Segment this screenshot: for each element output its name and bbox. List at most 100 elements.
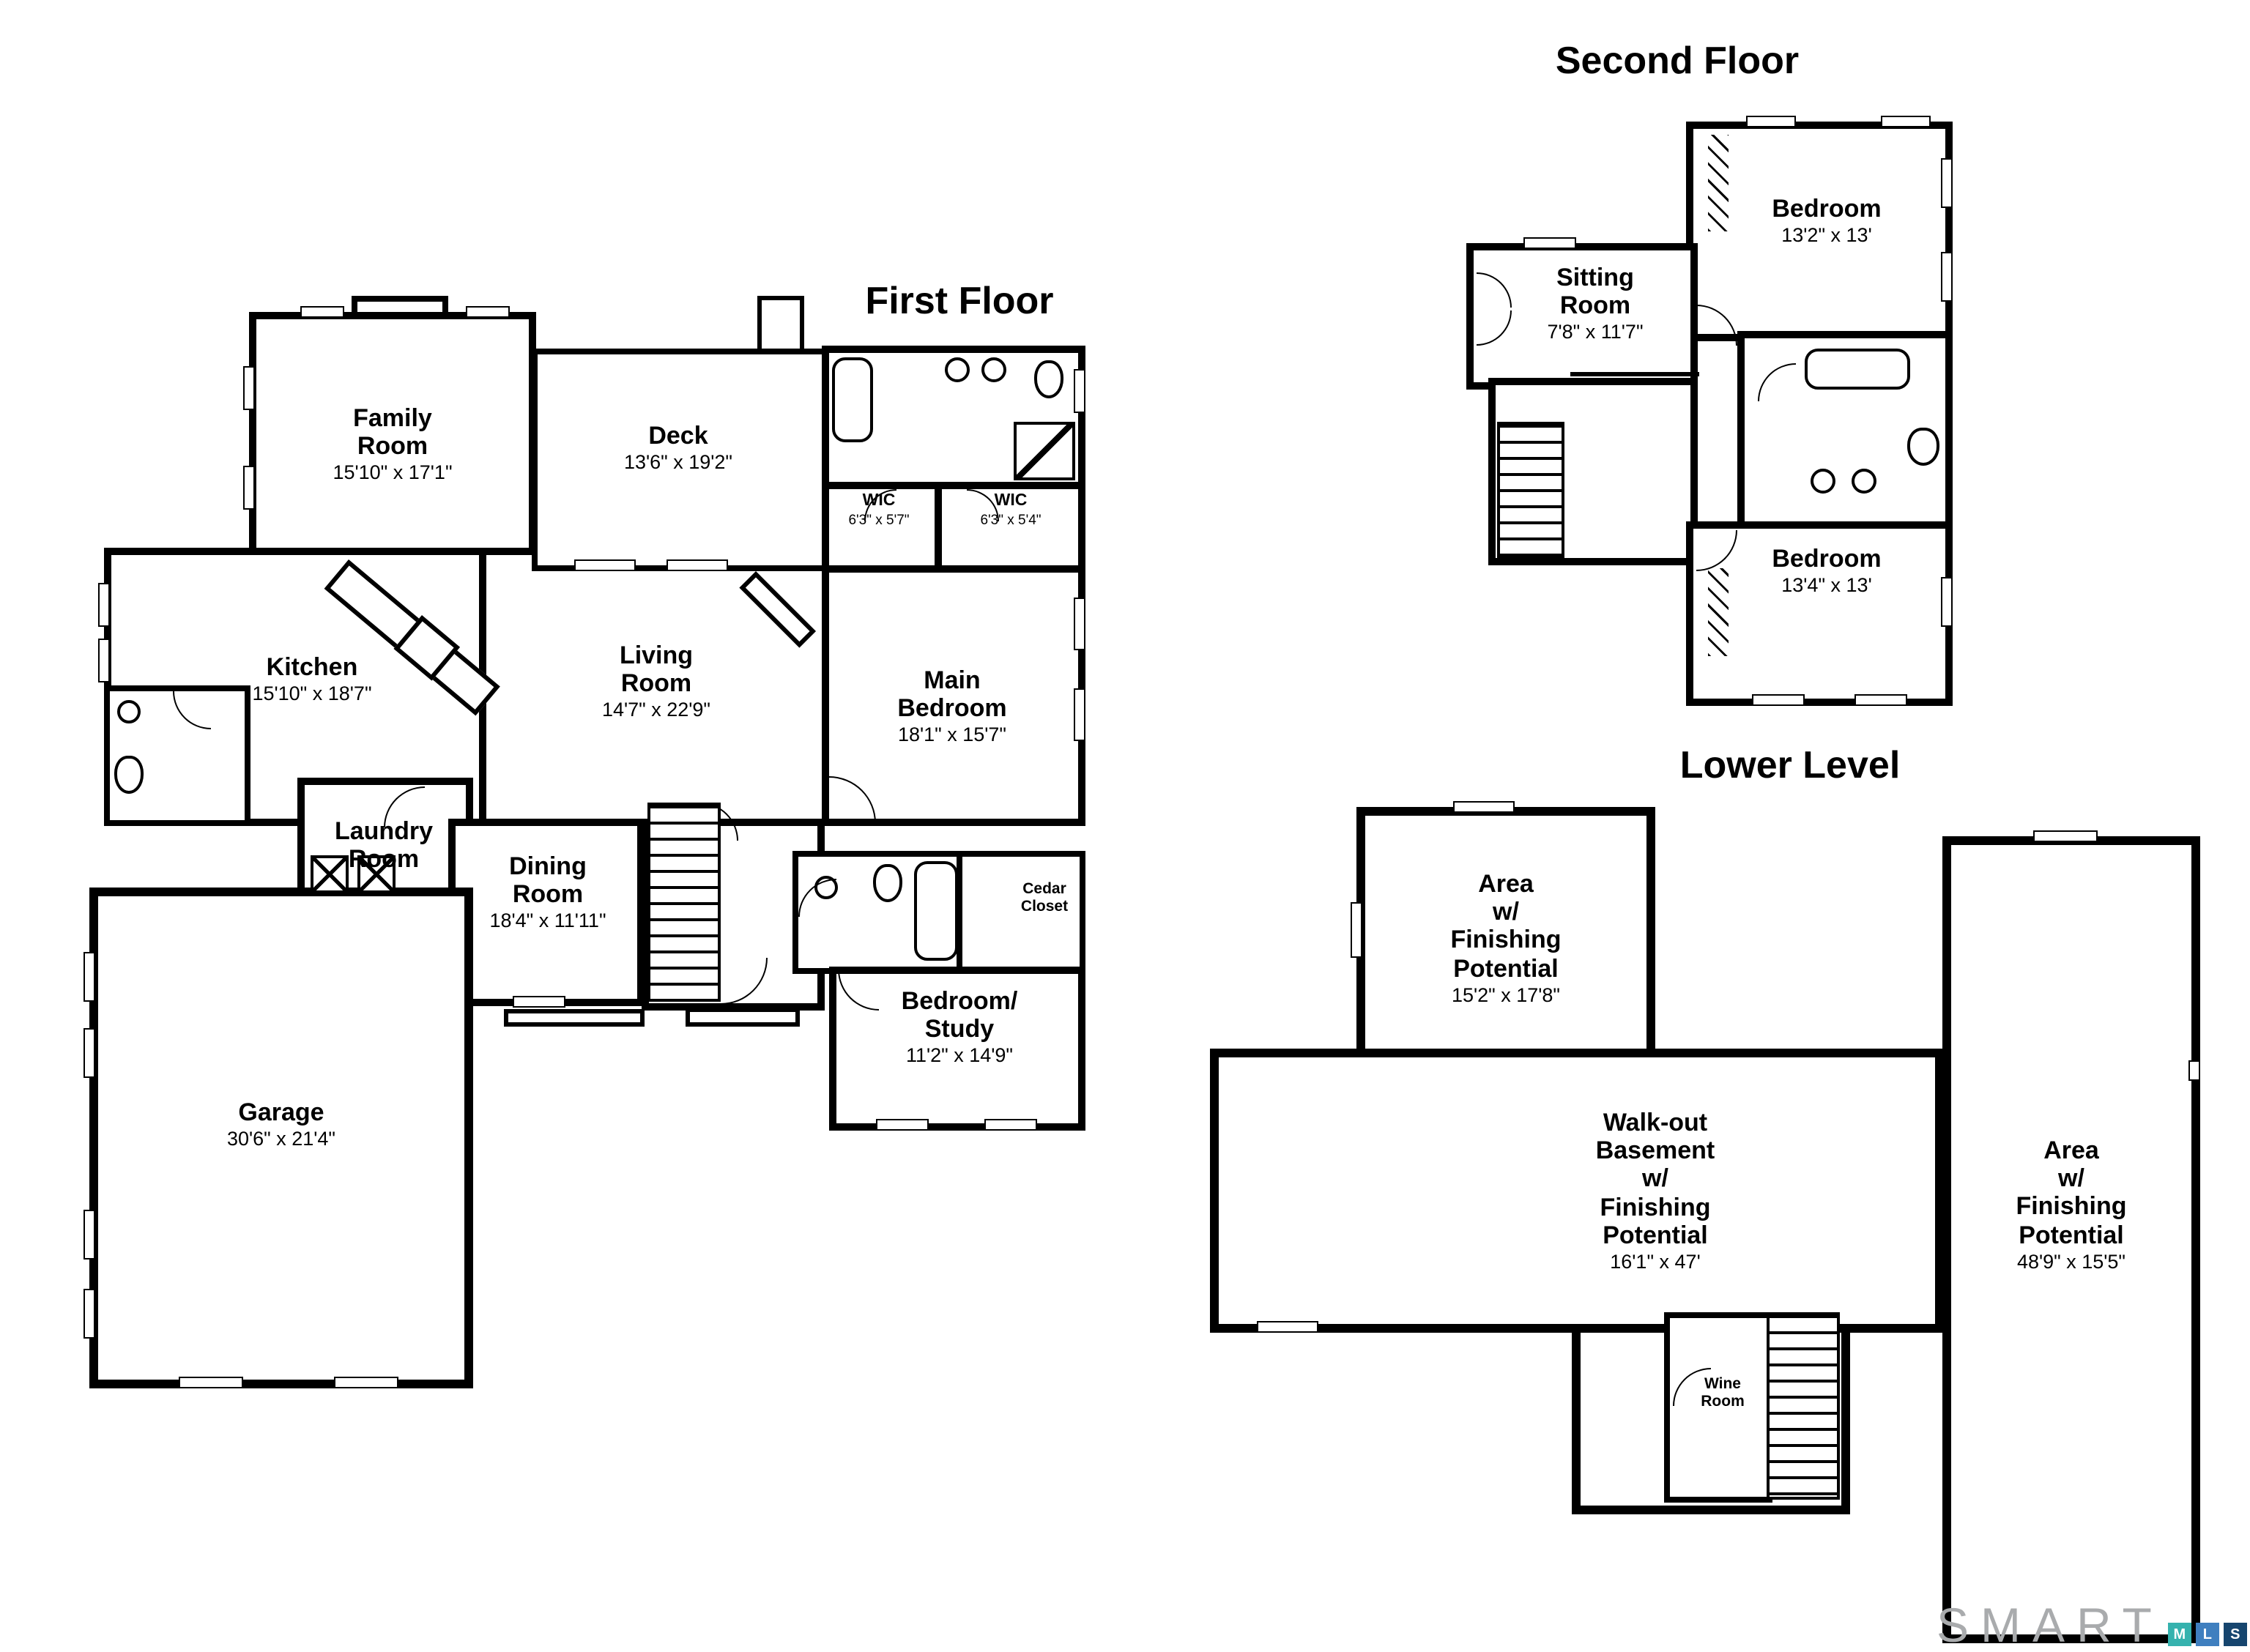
walkout-basement-label: Walk-out Basement w/ Finishing Potential… (1567, 1109, 1743, 1276)
cedar-closet (957, 851, 1085, 974)
room-dims: 14'7" x 22'9" (601, 699, 711, 721)
railing-icon (1570, 372, 1699, 376)
window-marker (83, 1028, 95, 1078)
sink-icon (945, 357, 970, 382)
window-marker (2188, 1060, 2200, 1081)
room-name: WIC (994, 492, 1028, 510)
smart-mls-logo: SMART M L S (1937, 1590, 2250, 1649)
room-dims: 16'1" x 47' (1610, 1251, 1701, 1273)
toilet-icon (1907, 428, 1939, 466)
room-dims: 13'6" x 19'2" (623, 451, 733, 474)
main-bedroom (822, 565, 1085, 826)
window-marker (1941, 252, 1953, 302)
stairs-icon (1767, 1312, 1840, 1500)
sitting-room-label: Sitting Room 7'8" x 11'7" (1507, 264, 1683, 346)
front-stoop (686, 1008, 800, 1027)
window-marker (1881, 116, 1931, 127)
living-room-label: Living Room 14'7" x 22'9" (568, 641, 744, 724)
sink-icon (1811, 469, 1835, 494)
bedroom-study-label: Bedroom/ Study 11'2" x 14'9" (872, 987, 1047, 1070)
dining-room (448, 819, 645, 1006)
room-name: Bedroom (1772, 195, 1882, 223)
shower-icon (1014, 422, 1075, 480)
cedar-closet-label: Cedar Closet (1008, 880, 1081, 916)
area-finishing-east (1942, 836, 2200, 1643)
window-marker (1453, 801, 1515, 813)
room-dims: 11'2" x 14'9" (905, 1044, 1014, 1067)
window-marker (1854, 694, 1907, 706)
room-name: Cedar Closet (1020, 880, 1069, 915)
window-marker (667, 559, 728, 571)
window-marker (300, 306, 344, 318)
room-name: Area w/ Finishing Potential (1450, 870, 1562, 983)
bedroom-top-label: Bedroom 13'2" x 13' (1739, 195, 1915, 249)
room-dims: 15'2" x 17'8" (1451, 983, 1561, 1006)
window-marker (1941, 577, 1953, 627)
garage (89, 888, 473, 1388)
room-dims: 7'8" x 11'7" (1547, 321, 1644, 343)
logo-square-m: M (2167, 1623, 2191, 1646)
second-floor-title: Second Floor (1555, 38, 1800, 82)
room-dims: 15'10" x 17'1" (333, 461, 453, 484)
room-dims: 48'9" x 15'5" (2016, 1250, 2126, 1273)
room-name: Family Room (353, 404, 432, 461)
window-marker (1074, 369, 1085, 413)
window-marker (1257, 1321, 1318, 1333)
room-dims: 15'10" x 18'7" (252, 682, 372, 705)
window-marker (1941, 158, 1953, 208)
closet-doors-icon (1708, 135, 1729, 231)
bedroom-top (1686, 122, 1953, 341)
logo-square-s: S (2223, 1623, 2247, 1646)
room-name: Bedroom (1772, 545, 1882, 573)
room-name: Living Room (619, 641, 694, 698)
area-nw-label: Area w/ Finishing Potential 15'2" x 17'8… (1418, 870, 1594, 1008)
stairs-icon (1497, 422, 1564, 559)
room-name: Kitchen (266, 653, 358, 681)
window-marker (83, 1210, 95, 1260)
logo-brand-text: SMART (1937, 1598, 2164, 1652)
deck-label: Deck 13'6" x 19'2" (590, 422, 766, 476)
bathtub-icon (1805, 349, 1910, 390)
garage-label: Garage 30'6" x 21'4" (193, 1098, 369, 1153)
sink-icon (981, 357, 1006, 382)
room-name: Sitting Room (1556, 264, 1634, 320)
logo-square-l: L (2195, 1623, 2219, 1646)
window-marker (876, 1119, 929, 1131)
washer-icon (311, 855, 349, 893)
toilet-icon (1034, 360, 1063, 398)
window-marker (243, 466, 255, 510)
window-marker (83, 952, 95, 1002)
window-marker (98, 583, 110, 627)
laundry-room-label: Laundry Room (296, 817, 472, 874)
sink-icon (117, 700, 141, 723)
window-marker (2033, 830, 2098, 842)
window-marker (574, 559, 636, 571)
bathtub-icon (832, 357, 873, 442)
room-dims: 13'2" x 13' (1781, 224, 1872, 247)
room-name: WIC (862, 492, 896, 510)
window-marker (83, 1289, 95, 1339)
main-bedroom-label: Main Bedroom 18'1" x 15'7" (864, 666, 1040, 749)
room-dims: 6'3" x 5'4" (980, 512, 1042, 529)
window-marker (466, 306, 510, 318)
room-name: Laundry Room (334, 817, 434, 874)
wic-right-label: WIC 6'3" x 5'4" (967, 492, 1055, 530)
window-marker (98, 639, 110, 682)
room-dims: 30'6" x 21'4" (226, 1128, 336, 1150)
room-name: Garage (238, 1098, 324, 1126)
toilet-icon (873, 864, 902, 902)
window-marker (1523, 237, 1576, 249)
window-marker (513, 996, 565, 1008)
sink-icon (1852, 469, 1876, 494)
bedroom-bottom-label: Bedroom 13'4" x 13' (1739, 545, 1915, 599)
window-marker (1074, 688, 1085, 741)
deck (532, 349, 828, 571)
rear-stoop (504, 1009, 645, 1027)
first-floor-title: First Floor (865, 278, 1054, 322)
room-dims: 6'3" x 5'7" (848, 512, 910, 529)
room-name: Main Bedroom (897, 666, 1007, 723)
deck-notch (757, 296, 804, 354)
wic-right (935, 482, 1085, 573)
